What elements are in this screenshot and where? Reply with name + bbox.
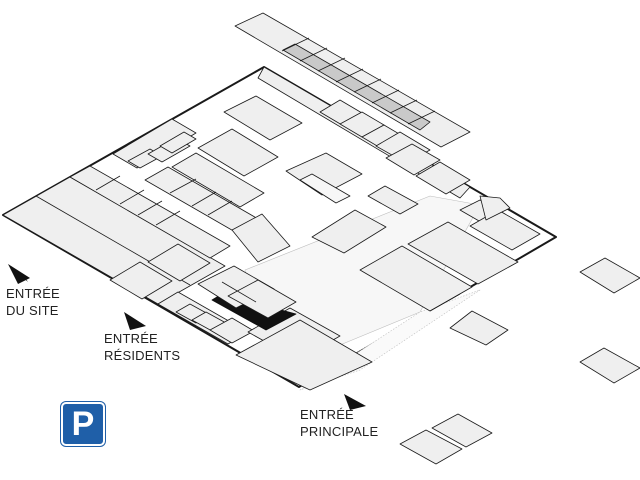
- label-residents-entrance: ENTRÉE RÉSIDENTS: [104, 330, 180, 364]
- building-detached-south[interactable]: [399, 413, 493, 465]
- building-highlighted[interactable]: [197, 265, 297, 331]
- building-block-north[interactable]: [197, 95, 419, 215]
- building-south-east[interactable]: [359, 221, 519, 312]
- entrance-arrow-icon: [8, 264, 30, 284]
- label-residents-entrance-line2: RÉSIDENTS: [104, 348, 181, 363]
- label-site-entrance-line2: DU SITE: [6, 303, 59, 318]
- label-main-entrance: ENTRÉE PRINCIPALE: [300, 406, 378, 440]
- label-residents-entrance-line1: ENTRÉE: [104, 331, 158, 346]
- building-west-wing[interactable]: [2, 165, 231, 305]
- label-site-entrance: ENTRÉE DU SITE: [6, 285, 60, 319]
- building-block-northwest[interactable]: [112, 118, 197, 169]
- building-detached-east[interactable]: [449, 257, 640, 384]
- parking-icon[interactable]: P: [61, 402, 105, 446]
- building-east-row[interactable]: [257, 66, 541, 251]
- label-site-entrance-line1: ENTRÉE: [6, 286, 60, 301]
- entrance-arrow-icon: [124, 312, 146, 330]
- entrance-arrow-icon: [344, 394, 366, 410]
- label-main-entrance-line2: PRINCIPALE: [300, 424, 379, 439]
- building-block-center[interactable]: [144, 152, 387, 263]
- building-north-annex[interactable]: [234, 12, 471, 148]
- label-main-entrance-line1: ENTRÉE: [300, 407, 354, 422]
- entrance-arrows: [8, 264, 366, 410]
